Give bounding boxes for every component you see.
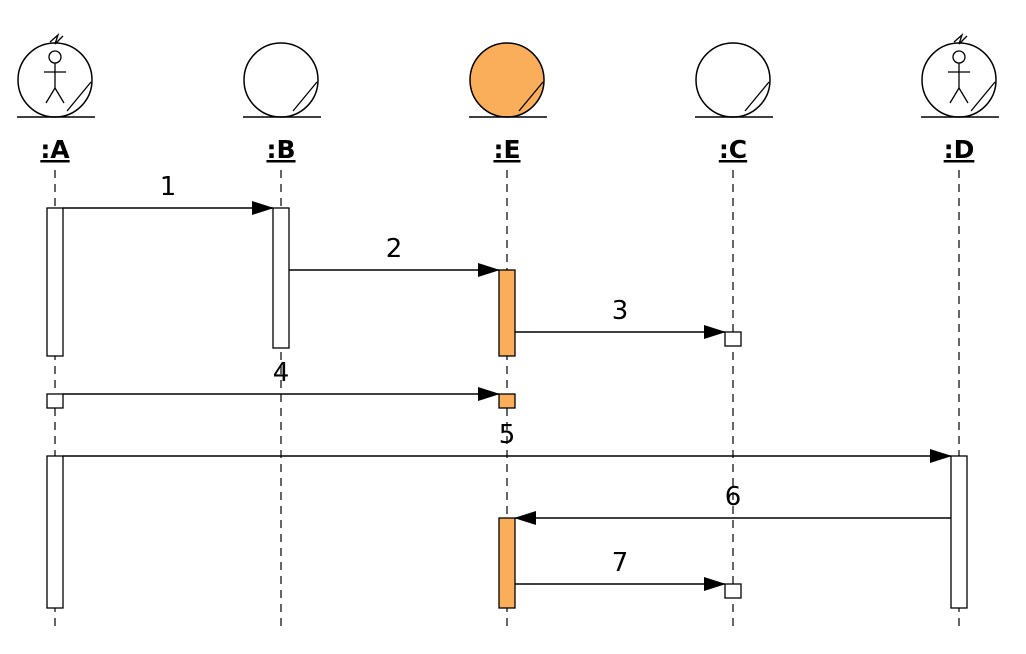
activation-bar	[724, 583, 742, 599]
activation-bar	[950, 455, 968, 609]
activation-bar	[498, 517, 516, 609]
participant-c: :C	[695, 42, 773, 164]
participant-label-e: :E	[493, 135, 520, 164]
participant-a: :A	[17, 32, 95, 164]
message-label-1: 1	[160, 172, 177, 202]
participant-label-d: :D	[944, 135, 975, 164]
actor-icon	[17, 32, 95, 118]
participant-b: :B	[243, 42, 321, 164]
entity-icon	[695, 42, 773, 118]
participant-label-a: :A	[40, 135, 70, 164]
message-label-7: 7	[612, 548, 629, 578]
activation-bar	[46, 393, 64, 409]
activation-bar	[724, 331, 742, 347]
message-label-6: 6	[725, 482, 742, 512]
participant-label-c: :C	[719, 135, 747, 164]
participant-d: :D	[921, 32, 999, 164]
activation-bar	[46, 455, 64, 609]
message-label-2: 2	[386, 234, 403, 264]
entity-icon	[243, 42, 321, 118]
message-label-5: 5	[499, 420, 516, 450]
entity-icon	[469, 42, 547, 118]
activation-bar	[272, 207, 290, 349]
actor-icon	[921, 32, 999, 118]
activation-bar	[46, 207, 64, 357]
participant-label-b: :B	[266, 135, 295, 164]
message-label-3: 3	[612, 296, 629, 326]
participant-e: :E	[469, 42, 547, 164]
activation-bar	[498, 393, 516, 409]
message-label-4: 4	[273, 358, 290, 388]
activation-bar	[498, 269, 516, 357]
